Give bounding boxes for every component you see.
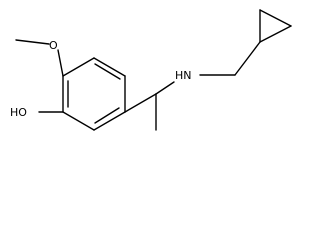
ring-bond-3 <box>93 111 126 131</box>
molecule-drawing: O HO HN <box>10 9 292 131</box>
structure-diagram: O HO HN <box>10 9 292 131</box>
ring-bond-1 <box>93 57 126 77</box>
methoxy-oxygen-label: O <box>49 39 58 52</box>
cyclopropyl-bond-3 <box>259 25 292 43</box>
methoxy-bond <box>57 49 64 77</box>
methyl-bond <box>15 39 50 45</box>
ring-double-bond-1 <box>94 63 121 80</box>
chiral-to-amine-bond <box>155 81 175 95</box>
ring-bond-6 <box>62 57 95 77</box>
ring-bond-4 <box>62 111 95 131</box>
methylene-to-cyclopropyl-bond <box>234 41 261 76</box>
ring-to-chiral-bond <box>124 93 157 113</box>
cyclopropyl-bond-2 <box>259 9 292 27</box>
amine-label: HN <box>175 69 192 82</box>
hydroxyl-label: HO <box>10 106 27 119</box>
ring-double-bond-2 <box>94 107 120 124</box>
